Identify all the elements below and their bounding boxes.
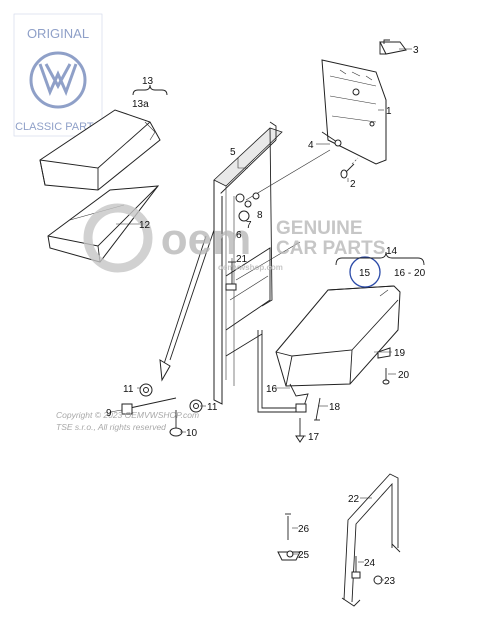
label-11-left[interactable]: 11: [123, 384, 134, 395]
backplate-group: [321, 39, 407, 179]
top-rail-5: [213, 127, 283, 187]
vw-emblem-icon: [29, 51, 87, 109]
watermark-line2: CAR PARTS: [276, 238, 385, 259]
label-10[interactable]: 10: [186, 428, 198, 439]
label-2[interactable]: 2: [350, 179, 356, 190]
label-11-right[interactable]: 11: [207, 402, 218, 413]
copyright-line2: TSE s.r.o., All rights reserved: [56, 422, 166, 432]
bracket-3: [379, 41, 407, 55]
original-classic-parts-logo: ORIGINAL CLASSIC PARTS: [13, 13, 103, 137]
logo-bottom-text: CLASSIC PARTS: [15, 121, 101, 133]
label-17[interactable]: 17: [308, 432, 320, 443]
label-16[interactable]: 16: [266, 384, 278, 395]
seat-frame-group: [159, 121, 331, 413]
leader-lines: [109, 48, 412, 581]
watermark-url: oemvwshop.com: [218, 263, 283, 272]
label-4[interactable]: 4: [308, 140, 314, 151]
label-1[interactable]: 1: [386, 106, 392, 117]
label-25[interactable]: 25: [298, 550, 310, 561]
label-14[interactable]: 14: [386, 246, 398, 257]
label-8[interactable]: 8: [257, 210, 263, 221]
label-22[interactable]: 22: [348, 494, 360, 505]
seat-cushion-15: [275, 285, 401, 443]
panel-13-group: [39, 84, 168, 263]
backplate-1: [321, 59, 387, 165]
watermark-line1: GENUINE: [276, 218, 363, 239]
label-20[interactable]: 20: [398, 370, 410, 381]
label-26[interactable]: 26: [298, 524, 310, 535]
label-23[interactable]: 23: [384, 576, 396, 587]
label-6[interactable]: 6: [236, 230, 242, 241]
label-15[interactable]: 15: [359, 268, 371, 279]
oem-watermark: oem GENUINE CAR PARTS oemvwshop.com: [83, 203, 385, 273]
part-labels: 3 1 4 2 5 13 13a 12 8 7 6 21 14 15 16 - …: [106, 45, 426, 587]
label-5[interactable]: 5: [230, 147, 236, 158]
label-18[interactable]: 18: [329, 402, 341, 413]
label-13[interactable]: 13: [142, 76, 154, 87]
watermark-brand: oem: [161, 215, 251, 264]
label-12[interactable]: 12: [139, 220, 151, 231]
label-19[interactable]: 19: [394, 348, 406, 359]
label-21[interactable]: 21: [236, 254, 248, 265]
tube-frame-22: [277, 473, 401, 607]
label-3[interactable]: 3: [413, 45, 419, 56]
logo-top-text: ORIGINAL: [27, 26, 89, 41]
copyright-line1: Copyright © 2023 OEMVWSHOP.com: [56, 410, 199, 420]
label-16-20[interactable]: 16 - 20: [394, 268, 426, 279]
label-9[interactable]: 9: [106, 408, 112, 419]
highlight-ring: [349, 256, 381, 288]
label-13a[interactable]: 13a: [132, 99, 149, 110]
label-7[interactable]: 7: [246, 220, 252, 231]
label-24[interactable]: 24: [364, 558, 376, 569]
